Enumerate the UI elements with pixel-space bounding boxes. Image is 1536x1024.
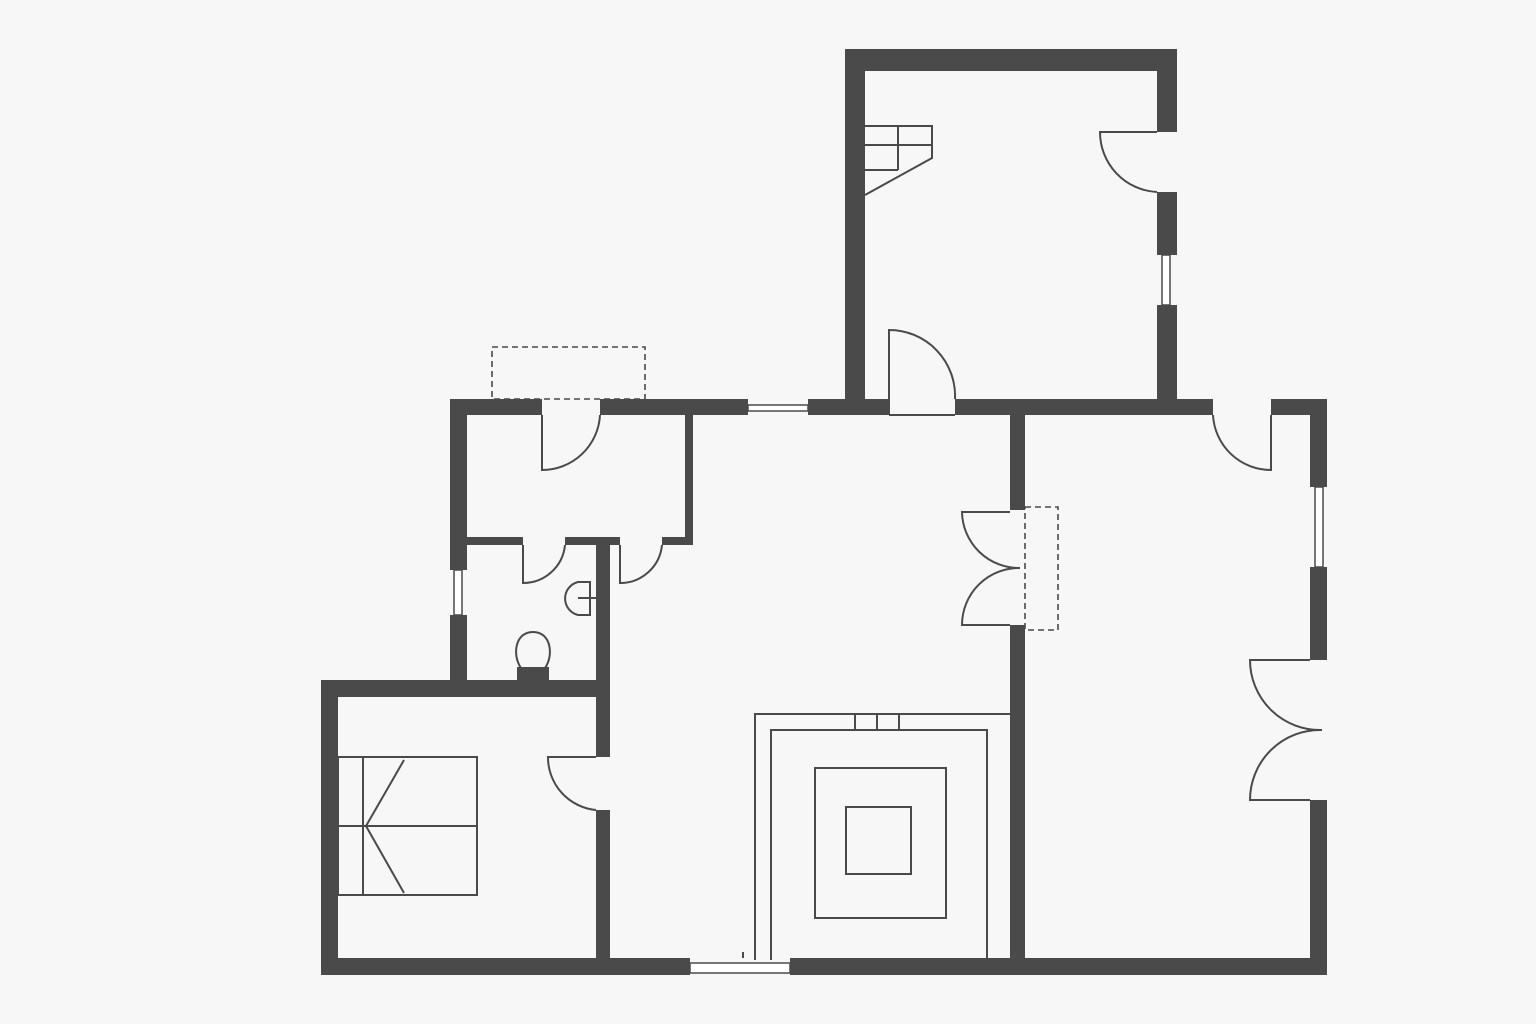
bed-lines (338, 757, 477, 895)
wall (1010, 415, 1025, 510)
door-swing (1098, 131, 1158, 193)
walls (321, 49, 1327, 975)
windows (453, 254, 1324, 974)
dashed-outlines (491, 346, 1059, 631)
staircase-upper (864, 125, 933, 196)
window (453, 569, 463, 616)
wall (1010, 625, 1025, 960)
wall (467, 537, 523, 545)
closet-outline (1024, 506, 1059, 631)
door-swing (541, 414, 601, 472)
wall (565, 537, 620, 545)
wall (1310, 567, 1327, 660)
wall (790, 958, 1327, 975)
door-swing (888, 328, 957, 416)
wall (1157, 49, 1177, 132)
toilet-bowl (515, 630, 551, 669)
wall (685, 415, 693, 545)
wall (450, 399, 467, 570)
wall (1157, 305, 1177, 415)
fireplace-inner (845, 806, 912, 875)
fireplace (742, 713, 1010, 960)
fireplace-outer (814, 767, 947, 919)
door-swing (1248, 659, 1323, 801)
toilet (515, 630, 551, 682)
door-swing (1212, 414, 1272, 472)
wall (1157, 192, 1177, 255)
wall (321, 958, 690, 975)
bed (337, 756, 478, 896)
door-swing (619, 544, 663, 585)
wall (1310, 399, 1327, 487)
wall (845, 49, 865, 415)
window (1314, 486, 1324, 568)
staircase (864, 125, 933, 196)
wall (1310, 800, 1327, 975)
wall (600, 399, 748, 415)
wall (808, 399, 889, 415)
sink (564, 581, 596, 616)
wall (662, 537, 693, 545)
sink-basin (564, 581, 596, 616)
bay-outline (491, 346, 646, 400)
wall (955, 399, 1213, 415)
door-swing (546, 756, 597, 811)
door-swing (960, 511, 1021, 626)
door-swing (522, 544, 566, 585)
wall (450, 399, 542, 415)
window (1161, 254, 1171, 306)
doors (522, 131, 1323, 811)
wall (321, 680, 338, 975)
wall (596, 810, 610, 960)
wall (845, 49, 1177, 71)
wall (596, 545, 610, 757)
window (747, 404, 809, 412)
wall (450, 615, 467, 697)
hearth-frame (754, 713, 1010, 960)
toilet-tank (517, 667, 549, 682)
window (689, 962, 791, 974)
